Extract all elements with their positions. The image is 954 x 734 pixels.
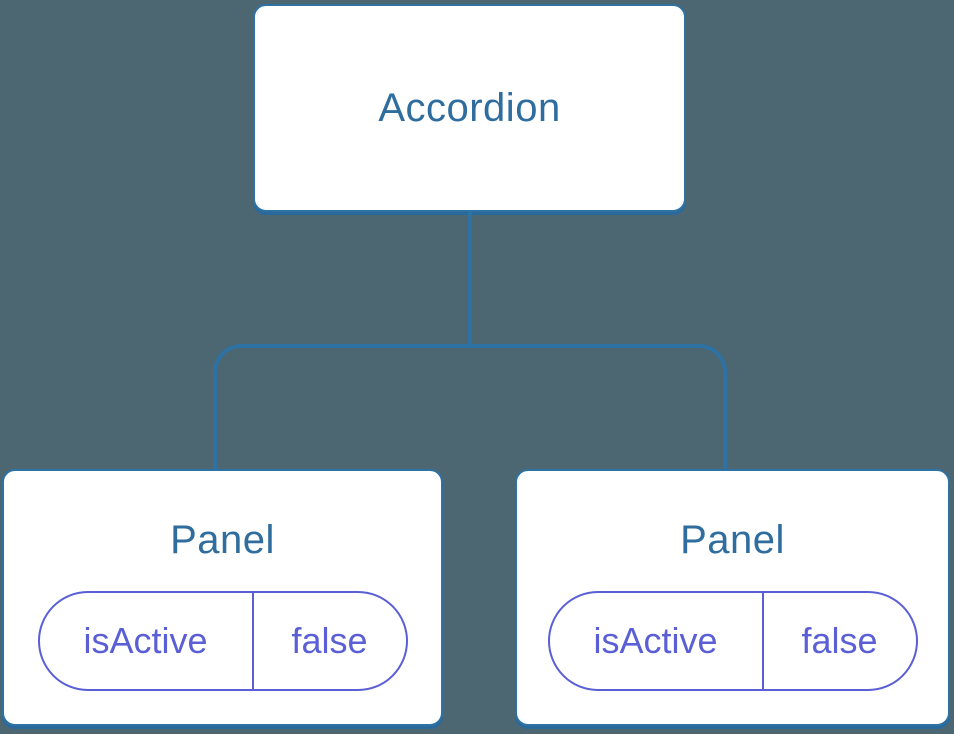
state-key-right: isActive (550, 593, 764, 689)
accordion-node-label: Accordion (378, 85, 561, 130)
accordion-node: Accordion (253, 4, 686, 212)
panel-node-right: Panel isActive false (515, 469, 950, 726)
state-value-right: false (801, 620, 878, 661)
state-key-left: isActive (40, 593, 254, 689)
state-pill-right: isActive false (547, 591, 918, 691)
panel-node-left-label: Panel (170, 518, 275, 562)
connector-stem (468, 212, 472, 345)
state-value-left: false (291, 620, 368, 661)
panel-node-left: Panel isActive false (2, 469, 443, 726)
state-pill-left: isActive false (37, 591, 408, 691)
connector-bracket (213, 344, 727, 470)
panel-node-right-label: Panel (680, 518, 785, 562)
